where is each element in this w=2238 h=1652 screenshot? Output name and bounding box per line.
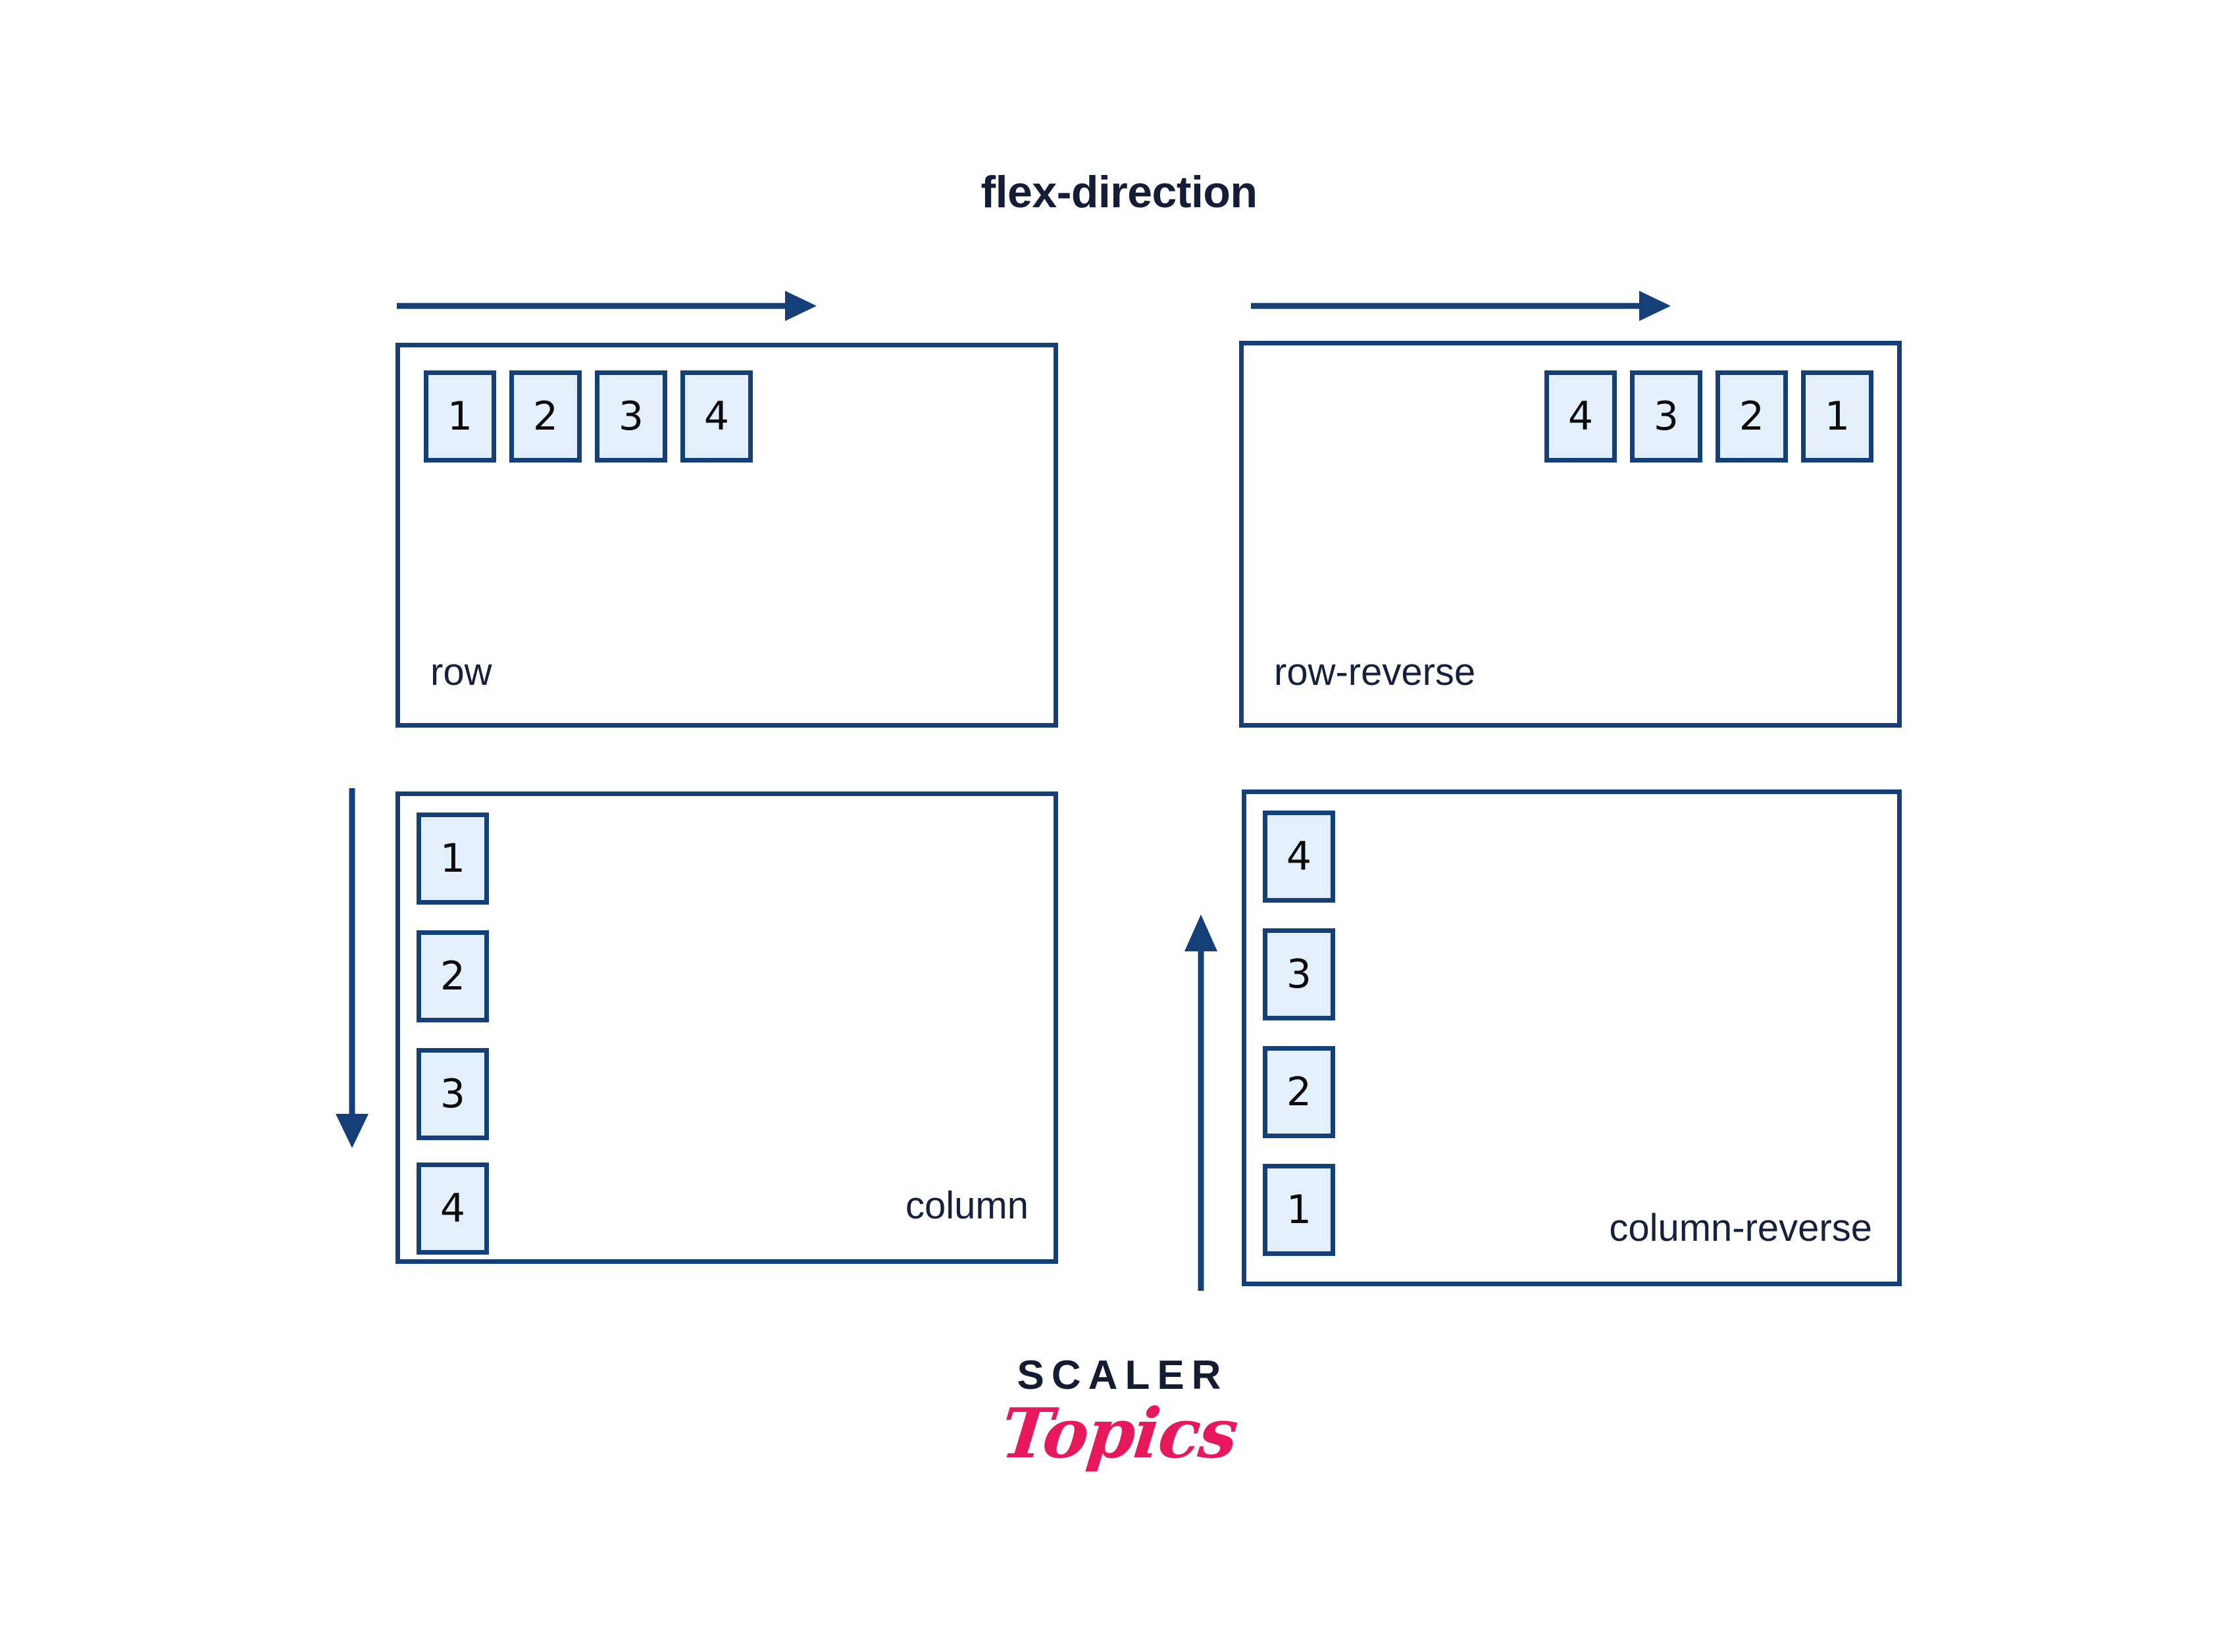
panel-row-reverse: 4 3 2 1 row-reverse [1239,341,1902,728]
page-title: flex-direction [980,167,1258,217]
flex-item: 1 [424,370,496,463]
flex-item: 1 [1263,1164,1335,1256]
panel-label-column: column [905,1184,1029,1227]
flex-item: 2 [509,370,582,463]
arrow-right-icon [1251,291,1671,321]
flex-item: 1 [1801,370,1873,463]
flex-item: 2 [1263,1046,1335,1138]
flex-item: 3 [417,1048,489,1140]
flex-item: 4 [1544,370,1617,463]
panel-label-row-reverse: row-reverse [1274,651,1476,693]
panel-column-reverse: 4 3 2 1 column-reverse [1242,789,1902,1286]
arrow-right-icon [397,291,817,321]
flex-item: 3 [595,370,667,463]
logo-wordmark-topics: Topics [997,1393,1241,1474]
panel-label-row: row [430,651,492,693]
scaler-topics-logo: SCALER Topics [0,1353,2238,1474]
flex-item: 4 [680,370,753,463]
panel-label-column-reverse: column-reverse [1609,1207,1872,1249]
panel-column: 1 2 3 4 column [395,791,1058,1264]
panel-row: 1 2 3 4 row [395,343,1058,728]
flex-item: 2 [1716,370,1788,463]
logo-wordmark-scaler: SCALER [1017,1353,1229,1398]
flex-item: 2 [417,930,489,1022]
arrow-up-icon [1184,914,1217,1291]
flex-item: 1 [417,813,489,905]
flex-item: 4 [417,1163,489,1255]
arrow-down-icon [336,788,369,1148]
flex-item: 3 [1630,370,1702,463]
flex-item: 3 [1263,928,1335,1020]
flex-item: 4 [1263,811,1335,903]
